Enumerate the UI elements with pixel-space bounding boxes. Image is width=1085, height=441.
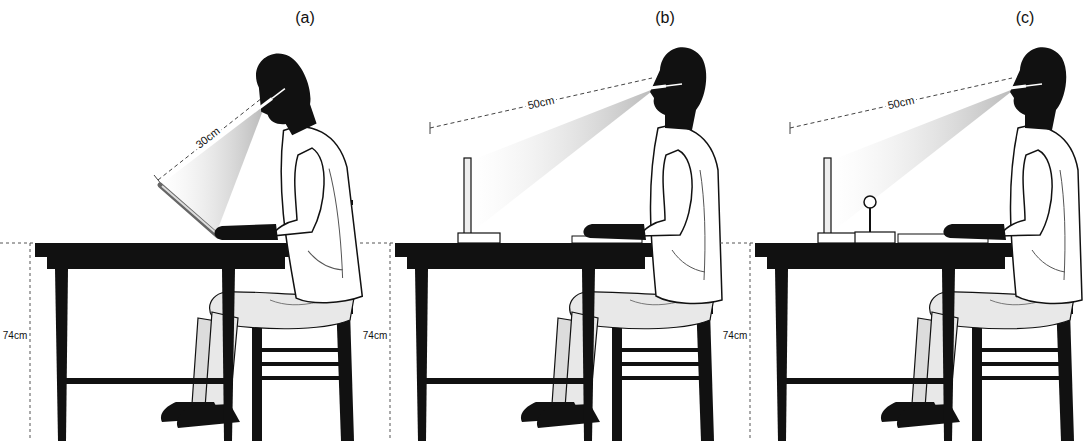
tablet-screen bbox=[162, 186, 216, 233]
distance-tick bbox=[430, 122, 431, 134]
panel-label: (c) bbox=[1014, 9, 1037, 27]
person-arm bbox=[583, 150, 692, 240]
view-cone bbox=[160, 105, 265, 234]
person-head bbox=[1010, 47, 1066, 130]
hands bbox=[215, 224, 279, 240]
height-label: 74cm bbox=[361, 330, 389, 342]
distance-label: 50cm bbox=[884, 93, 917, 112]
tablet bbox=[160, 185, 218, 236]
panel-a bbox=[0, 45, 363, 441]
joystick-knob bbox=[864, 196, 876, 208]
monitor bbox=[818, 158, 860, 243]
person-head bbox=[650, 47, 706, 130]
distance-label: 50cm bbox=[524, 93, 557, 112]
joystick-stick bbox=[869, 207, 871, 232]
panel-label: (b) bbox=[653, 9, 677, 27]
view-cone bbox=[472, 88, 656, 232]
shirt-sleeve bbox=[272, 148, 324, 236]
distance-line bbox=[158, 98, 262, 180]
monitor bbox=[458, 158, 500, 243]
height-label: 74cm bbox=[721, 330, 749, 342]
person-head bbox=[239, 45, 329, 145]
distance-tick bbox=[790, 122, 791, 134]
joystick-base bbox=[855, 232, 895, 243]
height-label: 74cm bbox=[1, 330, 29, 342]
panel-b bbox=[360, 47, 722, 441]
panel-c bbox=[720, 47, 1082, 441]
distance-line bbox=[430, 78, 652, 128]
panel-label: (a) bbox=[293, 9, 317, 27]
distance-label: 30cm bbox=[192, 123, 224, 152]
view-cone bbox=[832, 88, 1016, 232]
distance-line bbox=[790, 78, 1012, 128]
person-arm bbox=[943, 150, 1052, 240]
